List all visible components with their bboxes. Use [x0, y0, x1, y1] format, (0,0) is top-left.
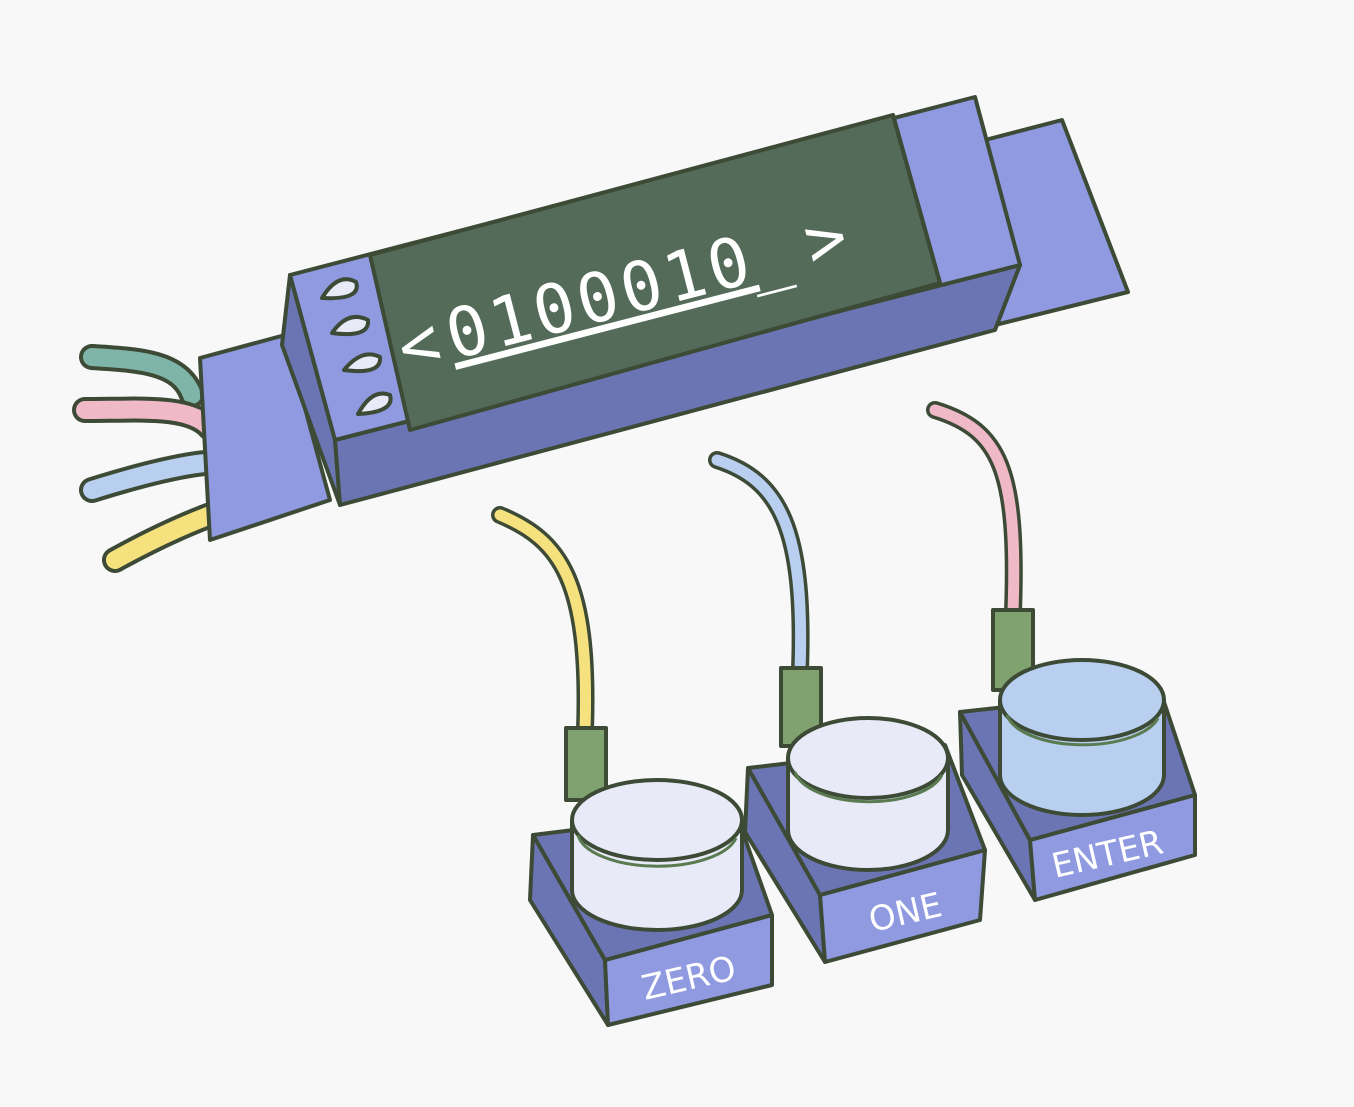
side-buttons	[320, 277, 393, 416]
side-button-1[interactable]	[320, 277, 359, 301]
side-button-3[interactable]	[342, 352, 383, 374]
side-button-4[interactable]	[356, 391, 393, 416]
zero-button[interactable]: ZERO	[528, 726, 774, 1027]
enter-button[interactable]: ENTER	[958, 608, 1197, 902]
wire-zero	[494, 509, 592, 736]
wire-enter	[929, 404, 1020, 618]
one-button[interactable]: ONE	[743, 666, 987, 964]
button-wires	[491, 401, 1023, 739]
divider	[891, 113, 942, 285]
left-wires	[72, 344, 238, 573]
wire-one	[711, 454, 807, 676]
side-button-2[interactable]	[330, 315, 371, 337]
zero-connector	[564, 726, 608, 802]
binary-input-device: < 0100010 _ >	[198, 95, 1130, 542]
